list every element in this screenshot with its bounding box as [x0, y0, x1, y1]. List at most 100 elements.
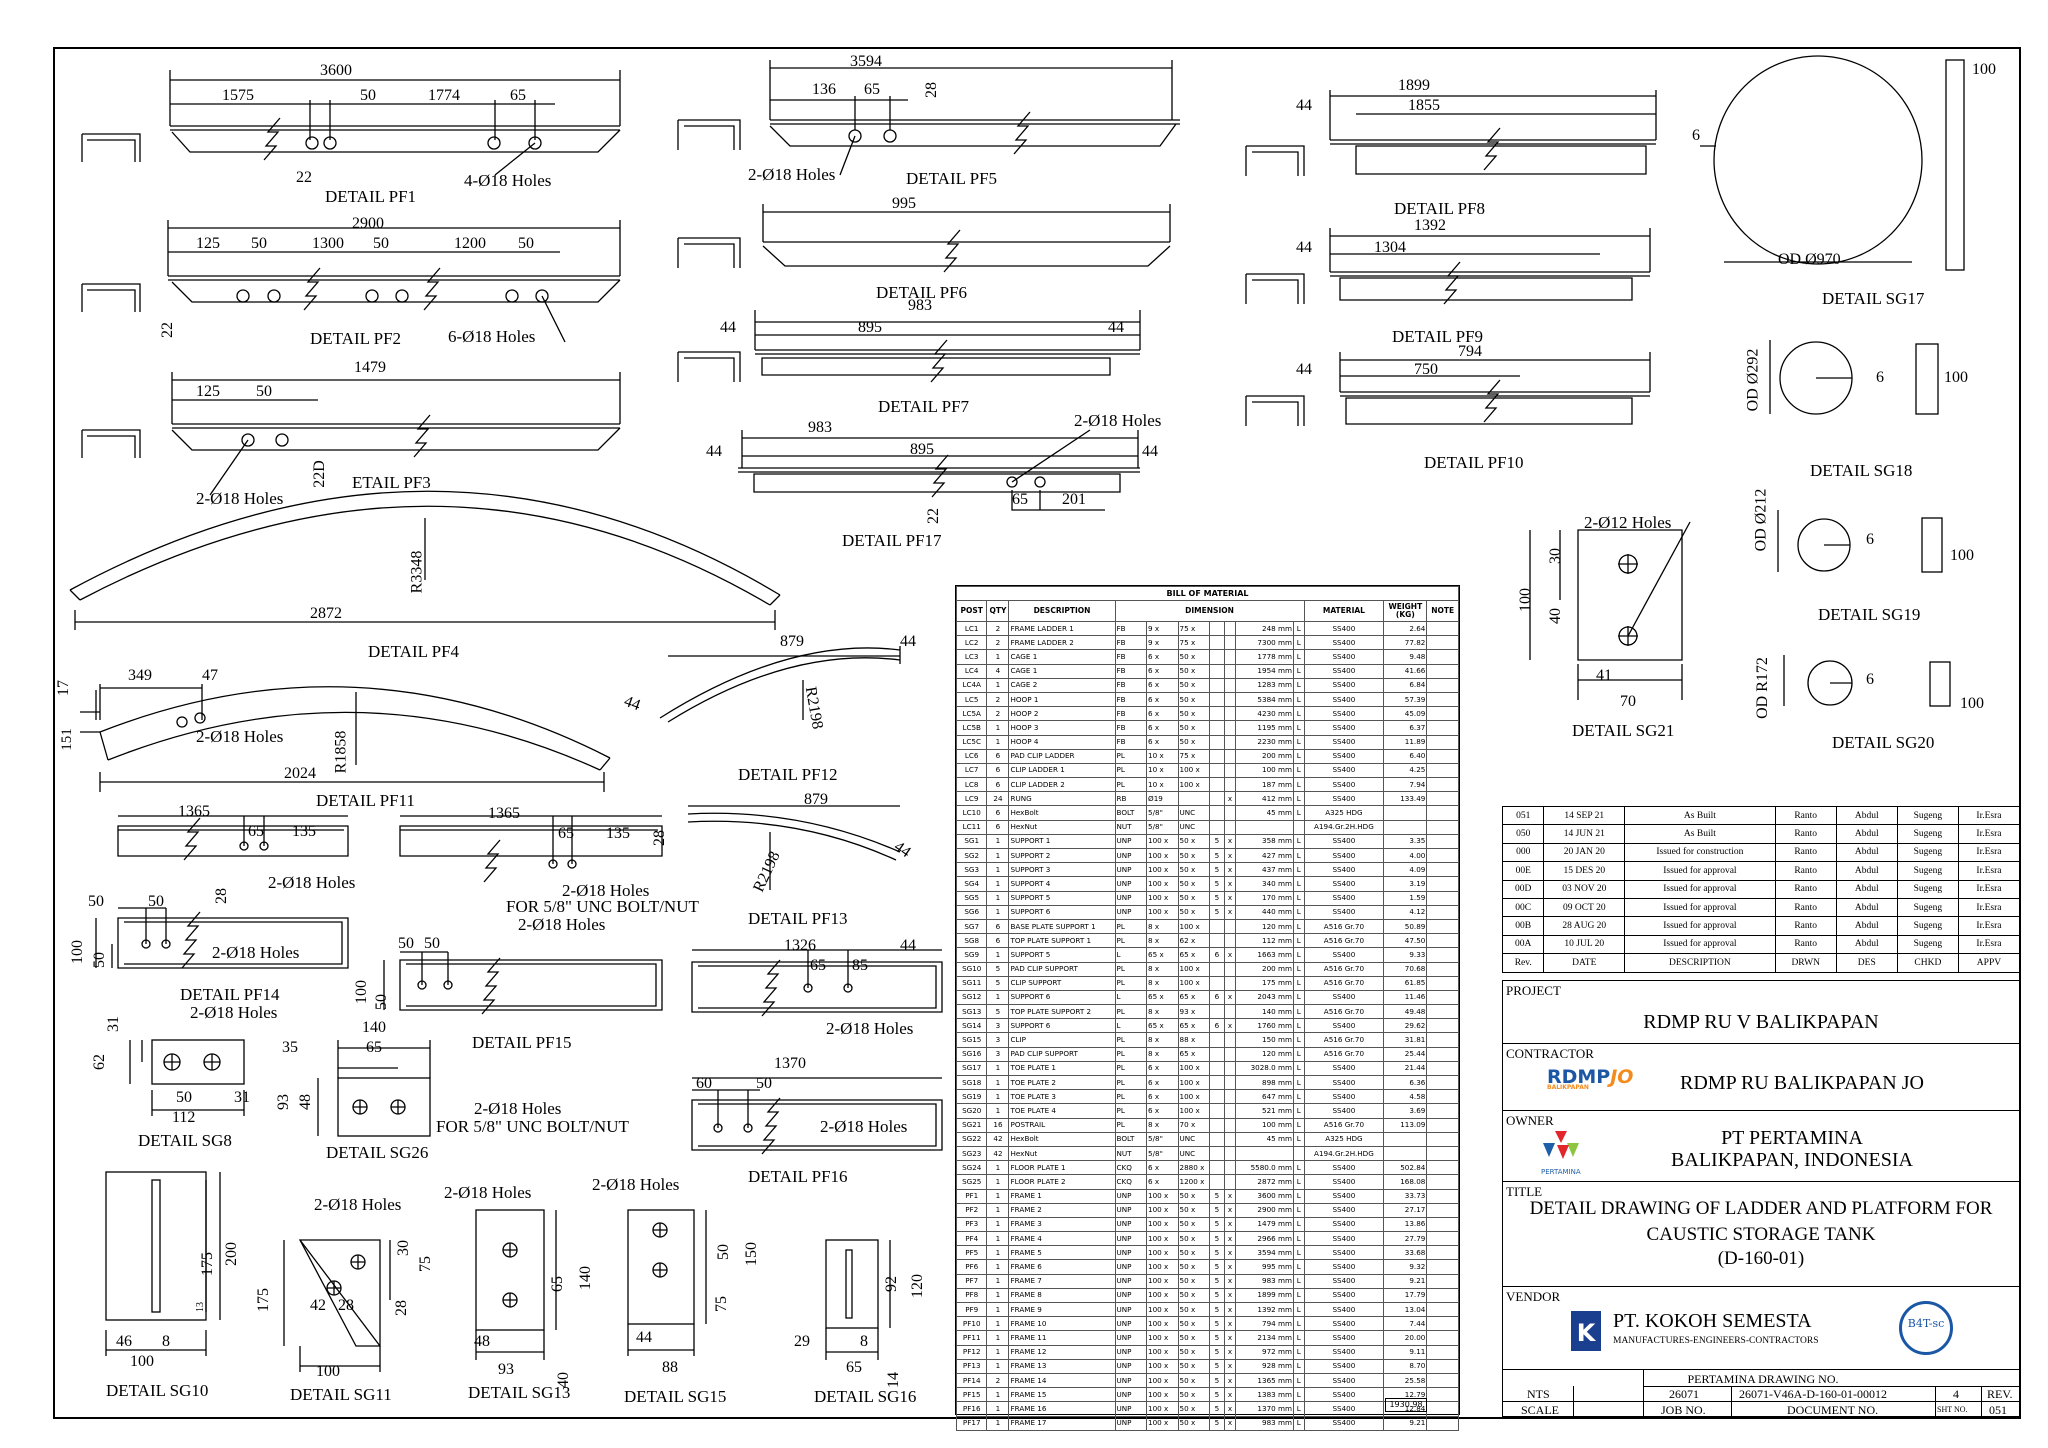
dim-label: 50 [398, 935, 414, 952]
bom-cell: 4.09 [1383, 862, 1428, 878]
bom-cell: FRAME LADDER 2 [1008, 635, 1116, 651]
bom-cell: 5 [1209, 862, 1225, 878]
bom-cell: 100 x [1146, 1344, 1179, 1360]
bom-cell: 3 [986, 1018, 1010, 1034]
bom-cell: 2900 mm [1235, 1202, 1295, 1218]
bom-cell: 50 x [1177, 663, 1211, 679]
detail-caption: DETAIL PF14 [180, 985, 280, 1004]
bom-cell: FRAME 8 [1008, 1287, 1116, 1304]
owner-box: OWNER PERTAMINA PT PERTAMINA BALIKPAPAN,… [1502, 1110, 2020, 1182]
detail-caption: DETAIL PF12 [738, 765, 838, 784]
bom-cell: LC5A [955, 706, 988, 722]
holes-callout: 2-Ø18 Holes [190, 1003, 278, 1022]
holes-callout: 2-Ø18 Holes [314, 1195, 402, 1214]
bom-cell: 5 [1209, 1344, 1225, 1360]
bom-cell: SG24 [955, 1160, 988, 1176]
dim-label: 135 [606, 825, 630, 842]
bom-cell: 50 x [1177, 1202, 1211, 1218]
bom-cell: 50 x [1177, 1273, 1211, 1289]
dim-label: 100 [316, 1363, 340, 1380]
revision-cell: Abdul [1835, 879, 1898, 899]
bom-cell: PF6 [955, 1259, 988, 1275]
revision-cell: Abdul [1835, 824, 1898, 844]
detail-sg18-drawing [1769, 340, 1939, 415]
bom-cell: SS400 [1303, 706, 1385, 722]
bom-cell: x [1223, 1245, 1237, 1261]
bom-cell [1209, 677, 1225, 693]
bom-cell: 1 [986, 989, 1010, 1006]
bom-cell: SUPPORT 4 [1008, 876, 1116, 892]
bom-cell: FB [1114, 649, 1148, 665]
detail-pf11-drawing [80, 684, 611, 792]
bom-table: BILL OF MATERIAL POST QTY DESCRIPTION DI… [955, 586, 1459, 1431]
bom-cell [1426, 762, 1459, 779]
bom-cell: 5 [1209, 1372, 1225, 1389]
rdmp-logo-sub: BALIKPAPAN [1547, 1084, 1589, 1091]
bom-cell: 1 [986, 890, 1010, 906]
bom-cell [1209, 791, 1225, 807]
bom-header-material: MATERIAL [1303, 600, 1385, 622]
bom-cell: L [1293, 904, 1305, 920]
bom-cell: 41.66 [1383, 663, 1428, 679]
bom-cell: SS400 [1303, 635, 1385, 651]
bom-cell [1426, 1330, 1459, 1346]
bom-cell: FRAME 11 [1008, 1330, 1116, 1346]
bom-cell: SG3 [955, 862, 988, 878]
detail-pf16-drawing [691, 949, 943, 1155]
detail-sg26-drawing [317, 1040, 431, 1137]
bom-cell: SS400 [1303, 1415, 1385, 1431]
bom-cell [1209, 1074, 1225, 1091]
bom-cell: 5 [986, 961, 1010, 977]
bom-cell: 50 x [1177, 1231, 1211, 1247]
bom-cell: 5580.0 mm [1235, 1160, 1295, 1176]
revision-cell: 10 JUL 20 [1543, 934, 1626, 955]
bom-cell [1223, 706, 1237, 722]
bom-cell: 1 [986, 649, 1010, 665]
bom-cell: Ø19 [1146, 791, 1179, 807]
title-line2: CAUSTIC STORAGE TANK [1646, 1224, 1876, 1245]
bom-cell: 1 [986, 1287, 1010, 1304]
bom-cell [1209, 762, 1225, 779]
bom-cell: 11.46 [1383, 989, 1428, 1006]
bom-cell: 5 [1209, 1273, 1225, 1289]
revision-cell: Ir.Esra [1957, 842, 2021, 863]
bom-cell: 75 x [1177, 635, 1211, 651]
bom-cell: 4 [986, 663, 1010, 679]
bom-cell [1426, 1018, 1459, 1034]
dim-label: 31 [105, 1016, 122, 1032]
bom-cell [1223, 677, 1237, 693]
bom-cell: L [1293, 1415, 1305, 1431]
bom-cell: A194.Gr.2H.HDG [1303, 1145, 1385, 1162]
bom-cell [1209, 975, 1225, 991]
dim-label: 40 [1547, 608, 1564, 624]
bom-cell: 1 [986, 1060, 1010, 1077]
bom-cell: 13.04 [1383, 1301, 1428, 1318]
bom-cell: L [1293, 1316, 1305, 1332]
bom-cell: 100 x [1146, 890, 1179, 906]
bom-cell: 3028.0 mm [1235, 1060, 1295, 1077]
bom-cell: 100 x [1146, 1387, 1179, 1403]
bom-cell: PF10 [955, 1316, 988, 1332]
bom-cell: SG8 [955, 933, 988, 949]
sht-no-label: SHT NO. [1937, 1405, 1968, 1414]
detail-pf9-drawing [1245, 228, 1651, 305]
bom-cell: CAGE 1 [1008, 663, 1116, 679]
bom-cell: 6 [1209, 1018, 1225, 1034]
bom-cell: 50 x [1177, 720, 1211, 736]
bom-cell: FRAME 9 [1008, 1301, 1116, 1318]
bom-cell: x [1223, 1202, 1237, 1218]
bom-cell: L [1293, 649, 1305, 665]
bom-cell: 47.50 [1383, 933, 1428, 949]
bom-cell: 5 [1209, 904, 1225, 920]
bom-cell: 50 x [1177, 649, 1211, 665]
revision-header-cell: DRWN [1774, 953, 1837, 973]
bom-cell: 6 x [1146, 663, 1179, 679]
dim-label: 349 [128, 667, 152, 684]
